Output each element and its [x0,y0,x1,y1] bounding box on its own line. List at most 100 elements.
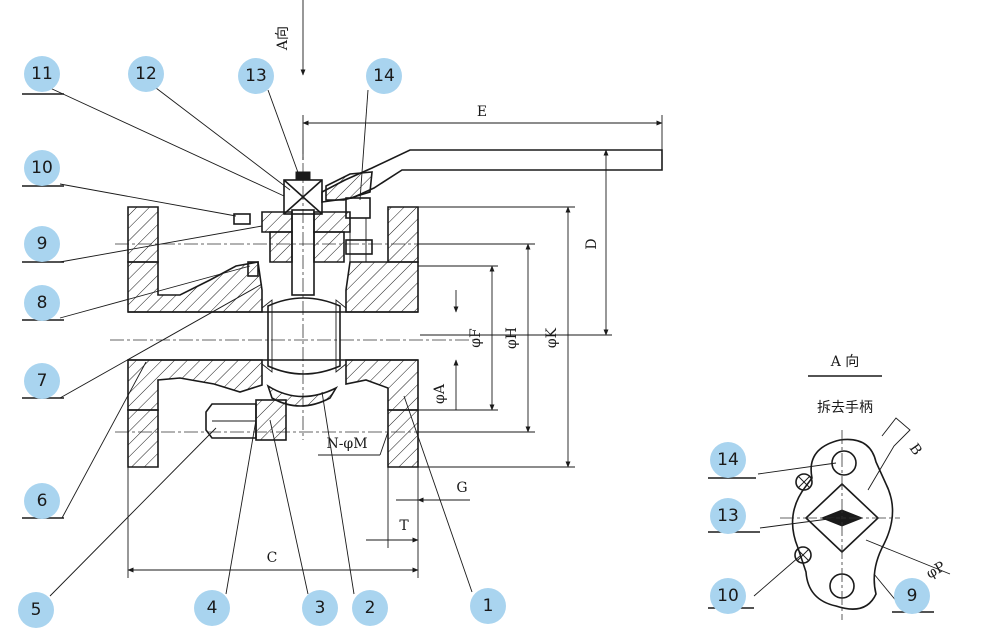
right-flange-top [387,206,419,263]
detail-pin-x2 [797,475,811,489]
callout-bubble [24,56,60,92]
callout-bubbles: 11 12 13 14 10 9 8 7 6 5 4 3 2 1 [18,56,506,628]
ball-seat [261,299,273,373]
detail-pin-x4 [796,548,810,562]
leader-12 [155,87,291,191]
callout-label: 9 [37,234,48,254]
callout-bubble [302,590,338,626]
detail-subtitle: 拆去手柄 [817,400,873,416]
callout-bubble [24,483,60,519]
detail-pin-hole-bottom [794,546,812,564]
detail-view-a: A 向 拆去手柄 B φP 14 13 [708,354,951,620]
detail-leader-14 [757,462,837,475]
callout-bubble [128,56,164,92]
detail-dim-p [865,539,951,575]
leader-4 [225,419,257,595]
dim-t-label: T [399,518,409,534]
dim-m-label: N-φM [326,436,367,452]
o-ring [247,261,259,277]
body-upper-right [345,261,419,313]
callout-bubble [194,590,230,626]
dim-a-label: φA [432,383,448,404]
callout-label: 5 [31,600,42,620]
top-bolt-head [345,197,371,219]
handle-boss [325,171,373,201]
dim-k-label: φK [544,327,560,348]
leader-10 [59,183,237,217]
callout-label: 2 [365,598,376,618]
detail-dim-p-label: φP [924,559,949,582]
callout-bubble [24,285,60,321]
callout-label: 11 [31,64,53,84]
detail-callout-bubble [710,442,746,478]
left-flange-bottom [127,409,159,468]
detail-outline [791,438,894,610]
detail-callout-bubble [710,578,746,614]
leader-7 [59,283,263,399]
leader-3 [269,419,309,595]
callout-label: 7 [37,371,48,391]
dimension-lines: A向 E D φK φH φF φA C [127,0,663,578]
bottom-nut [255,399,287,441]
leader-13 [267,89,301,179]
callout-label: 10 [31,158,53,178]
body-lower-right [345,359,419,411]
detail-bolt-hole-top [831,450,857,476]
callout-label: 3 [315,598,326,618]
callout-label: 4 [207,598,218,618]
body-upper [127,261,263,313]
view-arrow-label: A向 [275,26,291,51]
leader-1 [403,395,473,593]
leader-9 [59,225,263,263]
leader-14 [359,89,369,201]
callout-bubble [24,363,60,399]
detail-callout-label: 9 [907,586,918,606]
dim-c-label: C [267,550,278,566]
leader-6 [61,361,147,519]
detail-dim-b-label: B [906,441,925,459]
dim-f-label: φF [468,328,484,348]
callout-bubble [366,58,402,94]
dim-g-label: G [456,480,467,496]
leader-2 [321,391,355,595]
gland [261,211,293,233]
stop-pin [295,171,311,181]
callout-bubble [238,58,274,94]
detail-leader-13 [759,517,837,529]
callout-bubble [24,150,60,186]
detail-callout-bubble [710,498,746,534]
callout-label: 6 [37,491,48,511]
detail-dim-b [867,417,911,491]
callout-label: 13 [245,66,267,86]
gland-right [313,211,351,233]
handle [321,149,663,203]
ball-seat-right [335,299,347,373]
detail-leader-10 [753,555,801,597]
callout-label: 8 [37,293,48,313]
callout-label: 12 [135,64,157,84]
dim-d-label: D [584,238,600,249]
dim-e-label: E [477,104,487,120]
dim-h-label: φH [504,327,520,349]
ball [267,297,341,375]
packing-x2 [283,179,323,215]
detail-callout-label: 13 [717,506,739,526]
packing-flange [269,231,293,263]
callout-bubble [470,588,506,624]
leader-5 [49,427,217,597]
callout-bubble [352,590,388,626]
callout-bubble [18,592,54,628]
detail-title: A 向 [830,354,860,370]
leader-11 [49,87,285,197]
detail-callout-label: 10 [717,586,739,606]
leader-8 [59,265,251,319]
callout-leaders [22,87,473,597]
detail-callout-label: 14 [717,450,739,470]
packing-flange-right [313,231,345,263]
body-lower [127,359,263,411]
dowel-pin [233,213,251,225]
top-bolt-nut [345,239,373,255]
detail-pin-hole-top [795,473,813,491]
dim-m-leader2 [379,431,389,456]
